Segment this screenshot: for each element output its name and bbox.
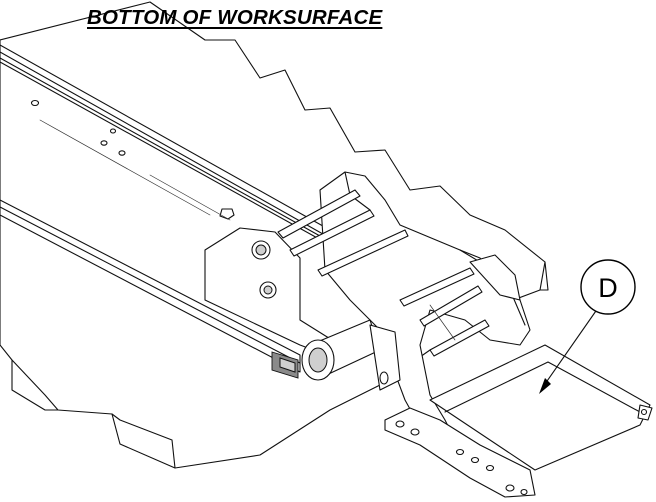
drawing-title: BOTTOM OF WORKSURFACE <box>87 6 383 29</box>
callout-circle <box>580 259 636 315</box>
foot-plate <box>384 407 536 498</box>
tray-platform <box>429 344 653 471</box>
detail-lines <box>39 119 456 341</box>
callout-d: D <box>539 259 636 394</box>
rail-channel <box>0 44 331 379</box>
cross-rods <box>277 189 490 357</box>
mechanism-bracket <box>204 171 531 446</box>
callout-label: D <box>598 273 618 303</box>
arrow-head-icon <box>539 378 551 394</box>
hinge-barrel <box>301 319 401 391</box>
